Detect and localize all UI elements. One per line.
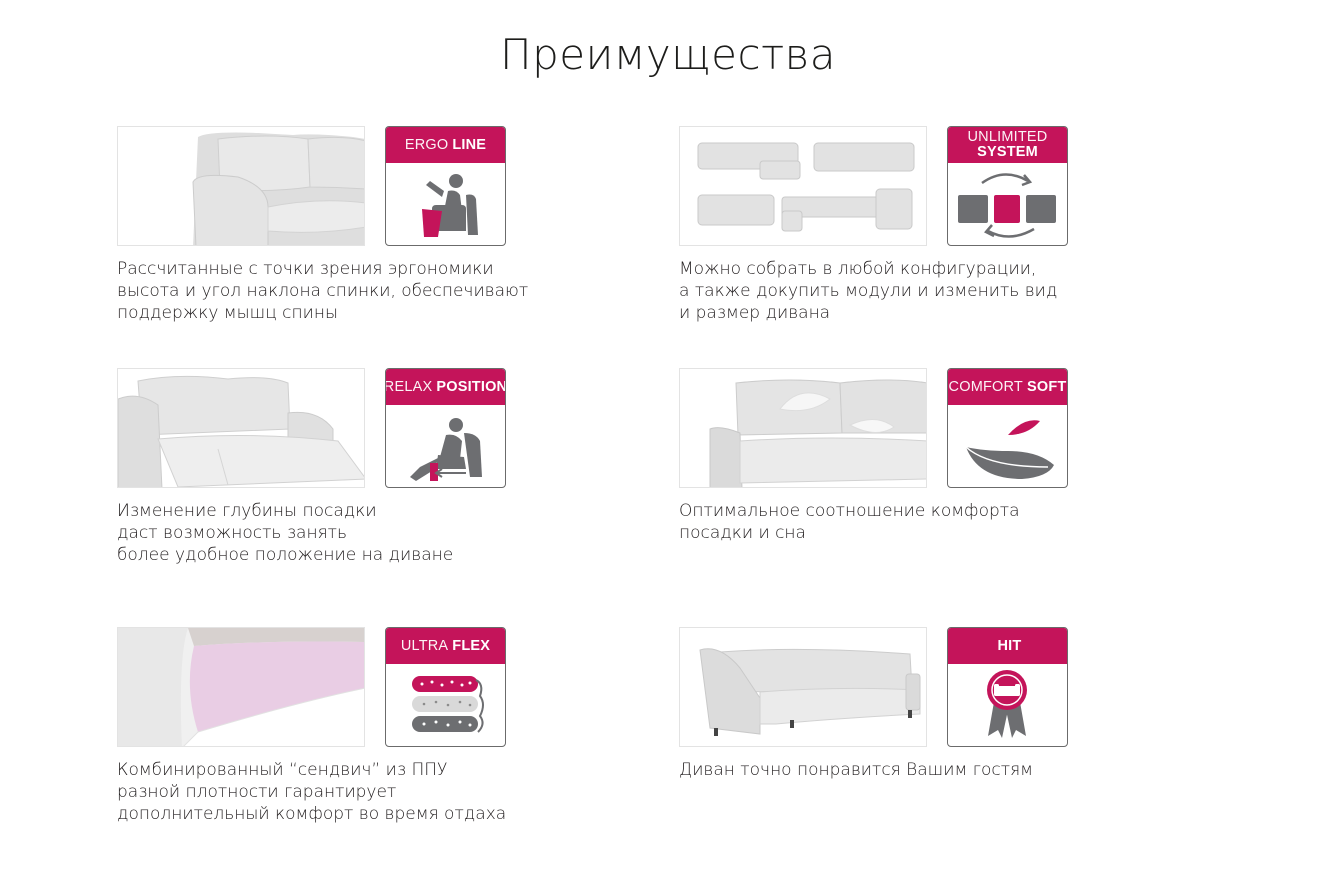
- feature-description: Оптимальное соотношение комфорта посадки…: [679, 501, 1020, 543]
- award-ribbon-icon: [987, 670, 1027, 738]
- corner-sofa-photo: [679, 627, 927, 747]
- feature-description: Можно собрать в любой конфигурации, а та…: [679, 259, 1058, 323]
- recliner-icon: [410, 418, 482, 481]
- modular-sofas-photo: [679, 126, 927, 246]
- sofa-photo: [117, 126, 365, 246]
- ergonomic-seat-icon: [422, 174, 478, 237]
- sofa-feathers-photo: [679, 368, 927, 488]
- modules-swap-icon: [958, 173, 1056, 238]
- foam-layers-icon: [412, 676, 484, 733]
- feature-description: Изменение глубины посадки даст возможнос…: [117, 501, 454, 565]
- hit-badge: HIT: [947, 627, 1068, 747]
- feature-description: Комбинированный “сендвич” из ППУ разной …: [117, 760, 507, 824]
- feather-icon: [965, 420, 1054, 479]
- feature-description: Диван точно понравится Вашим гостям: [679, 760, 1033, 780]
- sofa-extended-photo: [117, 368, 365, 488]
- foam-layers-photo: [117, 627, 365, 747]
- page-title: Преимущества: [499, 30, 836, 79]
- feature-description: Рассчитанные с точки зрения эргономики в…: [117, 259, 529, 323]
